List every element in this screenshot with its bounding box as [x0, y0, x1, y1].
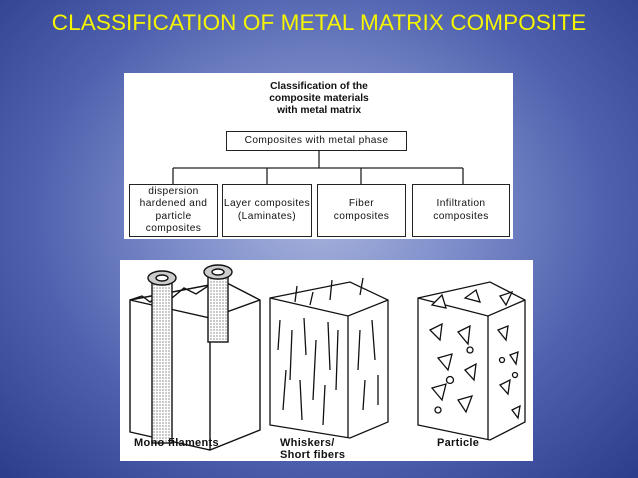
reinforcement-drawings	[129, 264, 526, 451]
particle-caption: Particle	[437, 437, 480, 449]
category-layer-box: Layer composites (Laminates)	[222, 184, 312, 237]
category-dispersion-box: dispersion hardened and particle composi…	[129, 184, 218, 237]
whiskers-drawing	[269, 277, 389, 439]
reinforcement-illustration: Mono filaments Whiskers/ Short fibers Pa…	[120, 260, 533, 461]
mono-filaments-caption: Mono filaments	[134, 437, 219, 449]
particle-drawing	[417, 281, 526, 441]
metal-phase-box: Composites with metal phase	[226, 131, 407, 151]
category-infiltration-box: Infiltration composites	[412, 184, 510, 237]
classification-diagram: Classification of the composite material…	[124, 73, 513, 239]
whiskers-caption: Whiskers/ Short fibers	[280, 437, 346, 461]
category-fiber-box: Fiber composites	[317, 184, 406, 237]
slide-title: CLASSIFICATION OF METAL MATRIX COMPOSITE	[51, 10, 587, 35]
tree-connectors	[172, 151, 464, 184]
mono-filaments-drawing	[129, 264, 261, 451]
diagram-root-label: Classification of the composite material…	[269, 81, 369, 116]
